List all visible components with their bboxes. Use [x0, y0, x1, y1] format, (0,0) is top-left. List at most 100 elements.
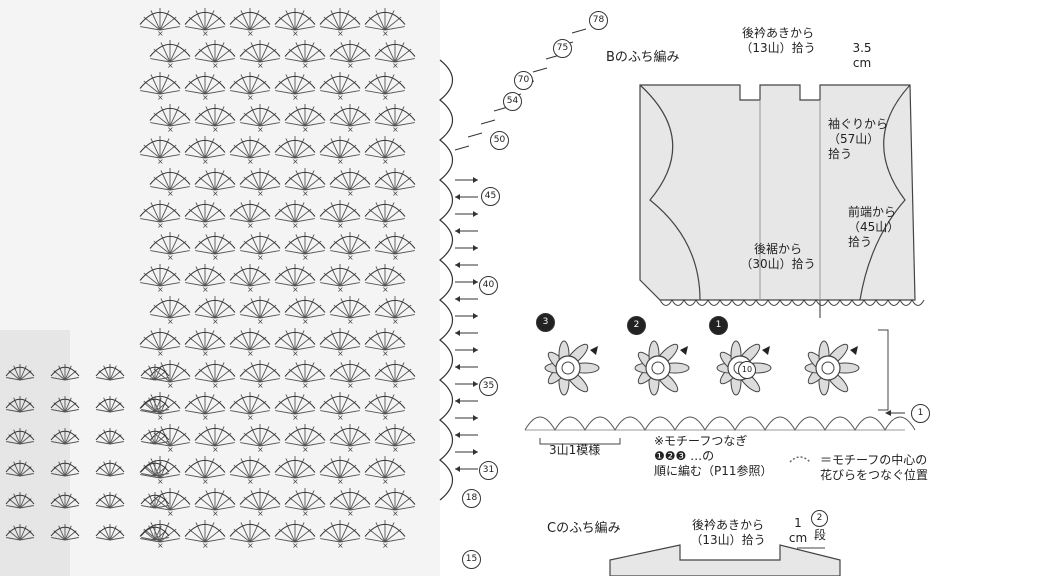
row-arrow-head — [455, 296, 460, 302]
shell-stitch — [95, 428, 125, 445]
shell-stitch: × — [319, 8, 361, 38]
shell-stitch: × — [319, 392, 361, 422]
shell-stitch — [50, 364, 80, 381]
shell-stitch: × — [329, 424, 371, 454]
shell-stitch: × — [274, 328, 316, 358]
svg-text:×: × — [167, 317, 174, 326]
shell-stitch: × — [374, 232, 416, 262]
row-direction-arrows — [454, 28, 587, 472]
svg-text:×: × — [382, 285, 389, 294]
motif-number-3: 3 — [536, 313, 555, 332]
svg-text:×: × — [337, 285, 344, 294]
svg-text:×: × — [157, 157, 164, 166]
svg-text:×: × — [392, 381, 399, 390]
motif-note-line3: 順に編む（P11参照） — [654, 464, 773, 478]
row-arrow-head — [455, 228, 460, 234]
shell-stitch: × — [274, 456, 316, 486]
svg-text:×: × — [347, 125, 354, 134]
motif-legend-line2: 花びらをつなぐ位置 — [820, 468, 929, 482]
c-back-neck-label: 後衿あきから （13山）拾う — [683, 518, 773, 548]
vest-b-right-front — [859, 84, 911, 301]
svg-text:×: × — [382, 221, 389, 230]
shell-stitch — [5, 364, 35, 381]
svg-text:×: × — [202, 541, 209, 550]
b-gauge-label: 3.5 cm — [847, 41, 877, 71]
chart-scalloped-edge — [439, 59, 454, 501]
svg-text:×: × — [202, 349, 209, 358]
shell-stitch — [50, 492, 80, 509]
shell-stitch: × — [194, 488, 236, 518]
svg-text:×: × — [392, 253, 399, 262]
svg-text:×: × — [257, 61, 264, 70]
shell-stitch — [5, 460, 35, 477]
shell-stitch — [140, 460, 170, 477]
shell-stitch: × — [184, 264, 226, 294]
shell-stitch: × — [274, 264, 316, 294]
c-back-neck-line2: （13山）拾う — [690, 533, 766, 547]
shell-stitch: × — [184, 520, 226, 550]
flower-motif — [804, 340, 860, 396]
svg-text:×: × — [202, 29, 209, 38]
svg-text:×: × — [202, 413, 209, 422]
b-gauge-unit: cm — [852, 56, 872, 70]
b-armhole-label: 袖ぐりから （57山） 拾う — [828, 117, 888, 162]
svg-text:×: × — [202, 93, 209, 102]
c-rows-unit: 段 — [813, 528, 826, 542]
shell-stitch: × — [239, 488, 281, 518]
shell-stitch — [140, 396, 170, 413]
svg-text:×: × — [257, 253, 264, 262]
row-arrow-head — [455, 432, 460, 438]
shell-stitch — [140, 492, 170, 509]
c-gauge-unit: cm — [788, 531, 808, 545]
shell-stitch: × — [374, 296, 416, 326]
shell-stitch: × — [319, 520, 361, 550]
b-front-edge-line2: （45山） — [848, 220, 900, 234]
shell-stitch: × — [194, 168, 236, 198]
row-arrow-head — [455, 262, 460, 268]
b-armhole-line1: 袖ぐりから — [828, 117, 889, 131]
row-number: 50 — [490, 131, 509, 150]
svg-text:×: × — [212, 381, 219, 390]
row-number: 78 — [589, 11, 608, 30]
svg-text:×: × — [257, 125, 264, 134]
motif-repeat-label: 3山1模様 — [549, 443, 601, 457]
svg-text:×: × — [202, 157, 209, 166]
shell-stitch: × — [284, 360, 326, 390]
svg-text:×: × — [337, 477, 344, 486]
svg-text:×: × — [202, 221, 209, 230]
row-arrow-head — [455, 364, 460, 370]
shell-stitch: × — [194, 424, 236, 454]
row-arrow — [571, 28, 587, 34]
svg-text:×: × — [157, 477, 164, 486]
svg-text:×: × — [337, 157, 344, 166]
shell-stitch: × — [374, 488, 416, 518]
shell-stitch: × — [319, 456, 361, 486]
svg-text:×: × — [302, 381, 309, 390]
shell-stitch: × — [239, 168, 281, 198]
shell-stitch: × — [374, 40, 416, 70]
shell-stitch: × — [184, 456, 226, 486]
svg-text:×: × — [392, 445, 399, 454]
b-armhole-line2: （57山） — [828, 132, 880, 146]
flower-motif — [634, 340, 690, 396]
b-front-edge-label: 前端から （45山） 拾う — [848, 205, 899, 250]
svg-text:×: × — [257, 381, 264, 390]
row-arrow-head — [473, 415, 478, 421]
shell-stitch: × — [184, 72, 226, 102]
shell-stitch: × — [284, 104, 326, 134]
svg-text:×: × — [302, 317, 309, 326]
svg-text:×: × — [292, 29, 299, 38]
shell-stitch — [50, 460, 80, 477]
vest-c-body — [609, 544, 841, 576]
row-arrow-head — [473, 245, 478, 251]
row-number: 40 — [479, 276, 498, 295]
shell-stitch — [95, 492, 125, 509]
b-front-edge-line1: 前端から — [848, 205, 897, 219]
shell-stitch: × — [229, 264, 271, 294]
vest-b-center-lines — [759, 100, 821, 300]
svg-text:×: × — [292, 285, 299, 294]
shell-stitch — [5, 428, 35, 445]
shell-stitch — [95, 396, 125, 413]
shell-stitch: × — [284, 424, 326, 454]
motif-center-round: 10 — [738, 361, 756, 379]
